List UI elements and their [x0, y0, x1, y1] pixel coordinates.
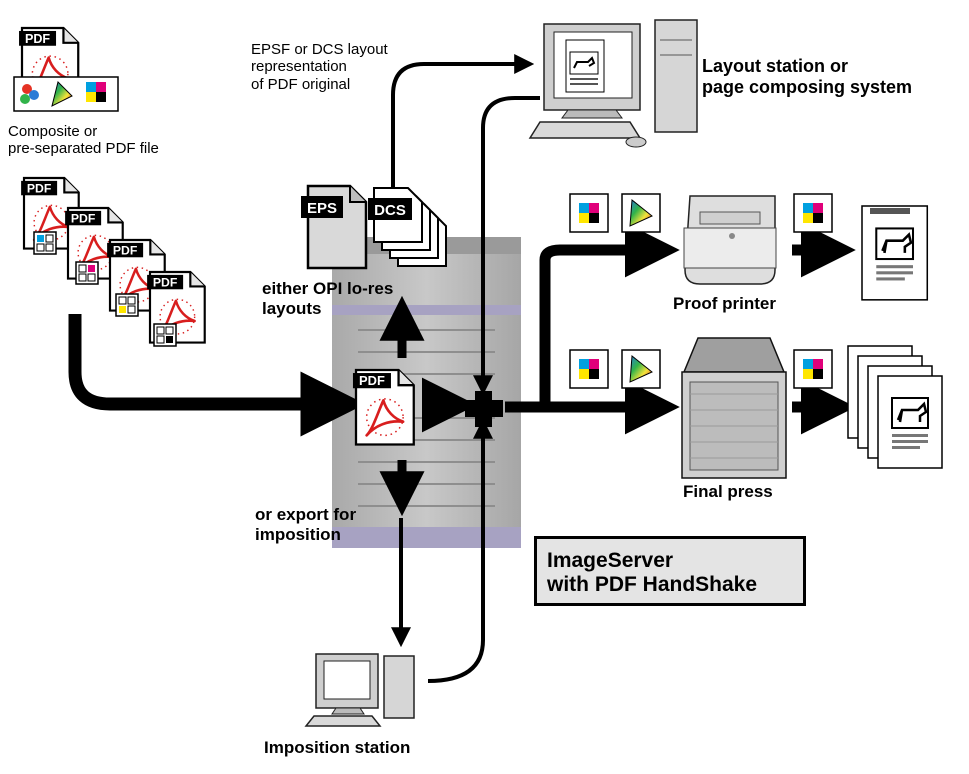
final-press — [681, 337, 787, 479]
dcs-file-stack: DCS — [368, 187, 447, 267]
server-title-line-1: ImageServer — [547, 549, 674, 572]
export-line-2: imposition — [255, 524, 341, 544]
press-output-cmyk-swatch — [793, 349, 833, 389]
opi-line-2: layouts — [262, 298, 322, 318]
press-gamut-swatch — [621, 349, 661, 389]
composite-caption: Composite or pre-separated PDF file — [8, 123, 159, 158]
imageserver-title-box: ImageServer with PDF HandShake — [534, 536, 806, 606]
proof-printer — [683, 195, 777, 285]
eps-label: EPS — [307, 200, 337, 217]
epsf-caption-line-2: representation — [251, 58, 347, 76]
separated-pdf-stack — [19, 176, 206, 347]
press-cmyk-swatch — [569, 349, 609, 389]
epsf-layout-caption: EPSF or DCS layout representation of PDF… — [251, 41, 388, 93]
server-title-line-2: with PDF HandShake — [547, 573, 758, 597]
proof-cmyk-swatch — [569, 193, 609, 233]
proof-output-cmyk-swatch — [793, 193, 833, 233]
composite-caption-line-1: Composite or — [8, 123, 98, 140]
opi-layouts-label: either OPI lo-res layouts — [262, 279, 393, 318]
epsf-caption-line-1: EPSF or DCS layout — [251, 41, 388, 58]
layout-station-line-1: Layout station or — [702, 56, 849, 76]
layout-station-computer — [528, 19, 698, 148]
composite-swatches — [13, 76, 119, 112]
final-press-label: Final press — [683, 482, 773, 501]
export-imposition-label: or export for imposition — [255, 505, 356, 544]
epsf-caption-line-3: of PDF original — [251, 75, 351, 93]
proof-output-page — [860, 204, 929, 302]
opi-line-1: either OPI lo-res — [262, 279, 394, 298]
layout-station-label: Layout station or page composing system — [702, 56, 912, 97]
imposition-station-computer — [304, 653, 415, 727]
merge-cross — [465, 391, 503, 427]
flow-lines — [68, 54, 856, 683]
proof-gamut-swatch — [621, 193, 661, 233]
layout-station-line-2: page composing system — [702, 76, 913, 97]
server-pdf-icon — [351, 368, 416, 446]
eps-file-icon: EPS — [301, 184, 368, 270]
imposition-station-label: Imposition station — [264, 738, 411, 757]
composite-caption-line-2: pre-separated PDF file — [8, 140, 159, 158]
press-output-pages — [846, 344, 944, 470]
proof-printer-label: Proof printer — [673, 294, 776, 313]
dcs-label: DCS — [374, 202, 406, 219]
export-line-1: or export for — [255, 505, 357, 524]
